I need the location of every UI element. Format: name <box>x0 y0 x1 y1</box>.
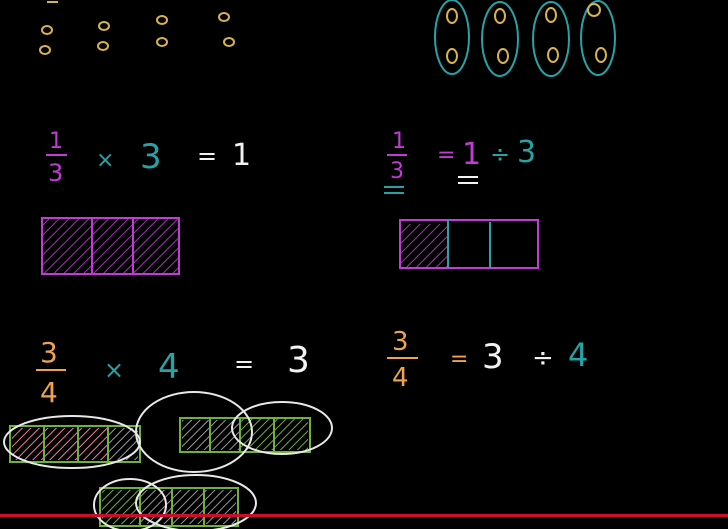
eq4-numerator: 3 <box>392 327 409 357</box>
bar-group-bottom <box>93 474 257 529</box>
eq1-denominator: 3 <box>48 159 63 187</box>
eq1-times-sign: × <box>96 148 114 173</box>
eq4-divide-sign: ÷ <box>532 343 554 373</box>
eq2-equals: = <box>437 143 455 168</box>
eq1-factor: 3 <box>140 137 162 177</box>
equation-three-fourths-times-four: 3 4 × 4 = 3 <box>36 336 310 409</box>
equation-one-third-equals-division: 1 3 = 1 ÷ 3 <box>384 129 536 194</box>
bar-group-left <box>3 415 141 469</box>
eq3-numerator: 3 <box>40 336 58 369</box>
eq2-divide-sign: ÷ <box>490 140 510 168</box>
magenta-bar-one-shaded <box>399 219 539 269</box>
eq3-equals: = <box>234 350 254 378</box>
eq4-divisor: 4 <box>568 336 588 374</box>
eq2-denominator: 3 <box>390 159 404 184</box>
eq2-dividend: 1 <box>462 137 481 172</box>
eq3-factor: 4 <box>158 347 180 387</box>
bar-group-middle <box>135 391 333 473</box>
teal-circled-groups <box>434 0 616 77</box>
eq1-equals: = <box>197 142 217 170</box>
equation-one-third-times-three: 1 3 × 3 = 1 <box>46 129 251 187</box>
yellow-dot-groups <box>39 1 235 55</box>
video-progress-bar[interactable] <box>0 514 728 517</box>
eq2-divisor: 3 <box>517 135 536 170</box>
eq1-result: 1 <box>232 138 251 173</box>
magenta-bar-all-shaded <box>41 217 180 275</box>
eq1-numerator: 1 <box>49 129 63 154</box>
equation-three-fourths-equals-division: 3 4 = 3 ÷ 4 <box>387 327 588 393</box>
eq4-denominator: 4 <box>392 363 409 393</box>
eq3-denominator: 4 <box>40 376 58 409</box>
eq3-result: 3 <box>287 340 310 381</box>
eq3-times-sign: × <box>104 356 124 384</box>
eq4-dividend: 3 <box>482 337 504 377</box>
eq2-numerator: 1 <box>392 129 406 154</box>
eq4-equals: = <box>450 347 468 372</box>
